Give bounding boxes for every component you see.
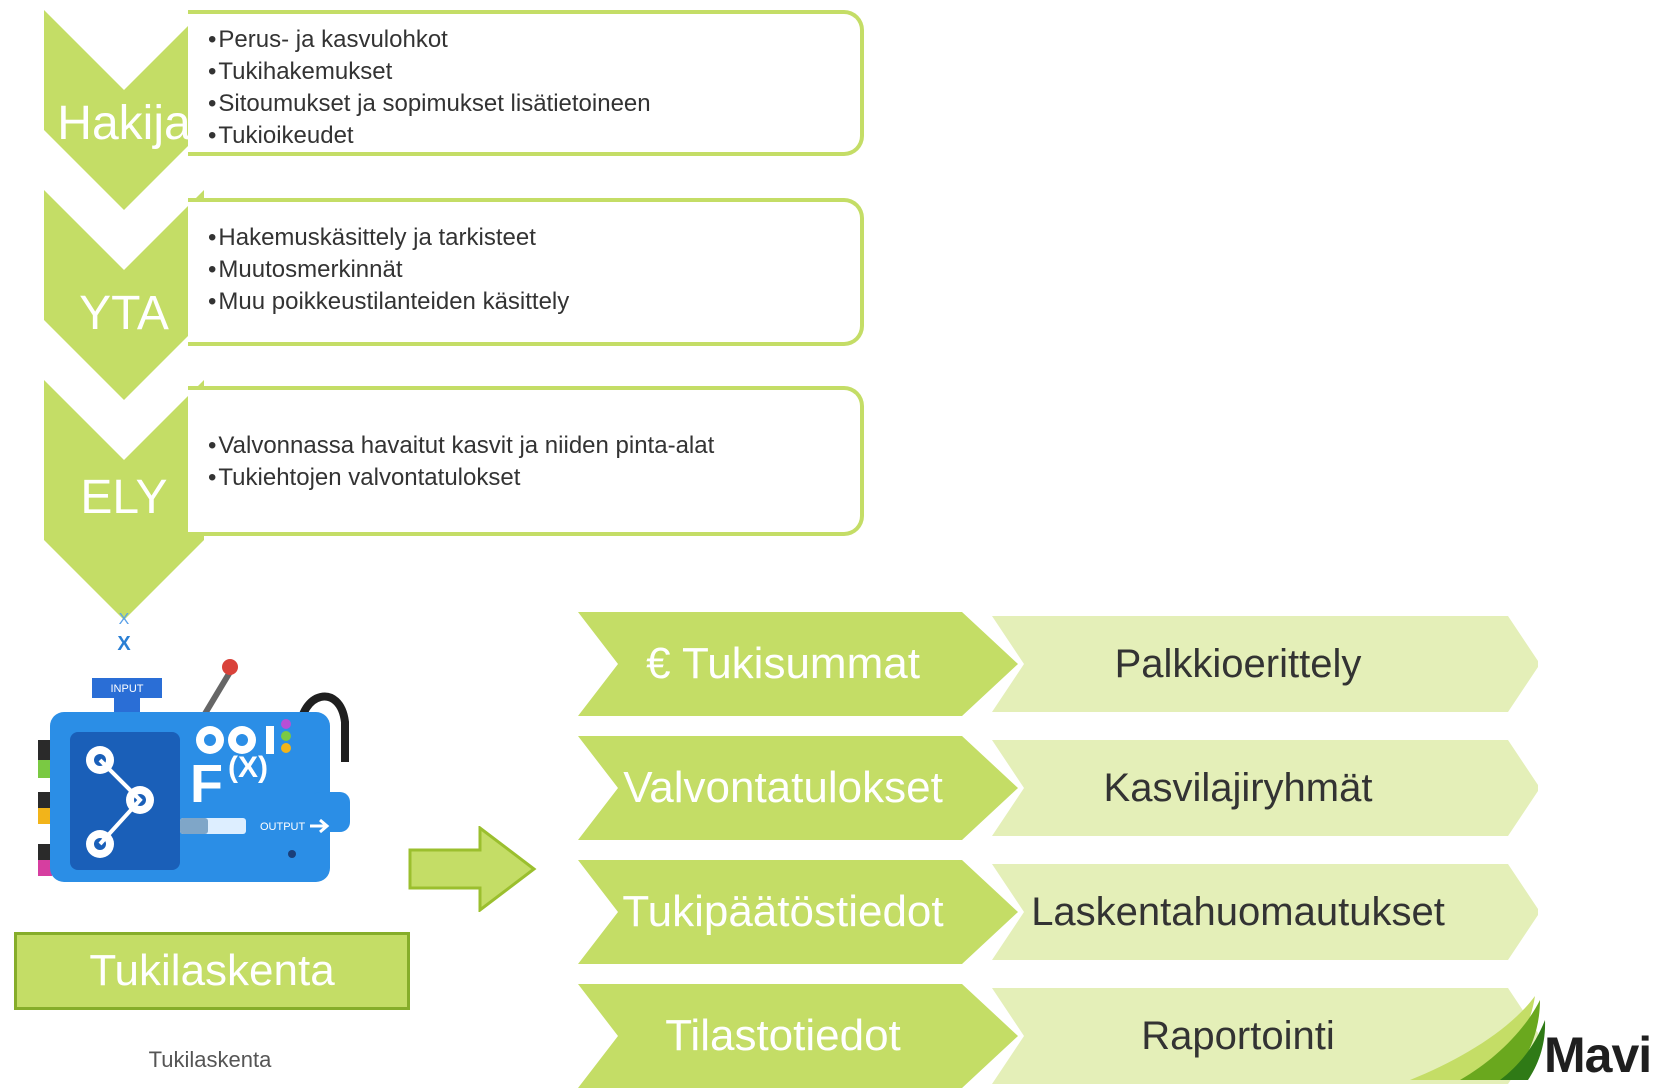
- mavi-logo-text: Mavi: [1544, 1027, 1652, 1083]
- right-arrow-icon: [408, 826, 537, 912]
- list-item: Valvonnassa havaitut kasvit ja niiden pi…: [208, 430, 860, 462]
- x-mark-top: X: [119, 612, 130, 628]
- chevron-ely: [44, 380, 204, 620]
- output-left-label: Tukipäätöstiedot: [622, 887, 944, 936]
- output-right-label: Kasvilajiryhmät: [1103, 766, 1373, 810]
- output-row-shapes: [578, 984, 1538, 1088]
- process-chevrons: [44, 10, 204, 620]
- output-row: Tukipäätöstiedot Laskentahuomautukset: [578, 860, 1538, 964]
- formula-text: F: [190, 754, 223, 814]
- output-right-label: Laskentahuomautukset: [1031, 890, 1445, 934]
- list-item: Muutosmerkinnät: [208, 254, 860, 286]
- stage-label-hakija: Hakija: [57, 97, 191, 150]
- hakija-details-box: Perus- ja kasvulohkot Tukihakemukset Sit…: [188, 10, 864, 156]
- x-mark: X: [117, 633, 131, 655]
- list-item: Muu poikkeustilanteiden käsittely: [208, 286, 860, 318]
- list-item: Perus- ja kasvulohkot: [208, 24, 860, 56]
- machine-icon: X X INPUT F (X) OUTP: [38, 611, 350, 882]
- output-row: Tilastotiedot Raportointi: [578, 984, 1538, 1088]
- caption: Tukilaskenta: [148, 1047, 272, 1072]
- chevron-hakija: [44, 10, 204, 210]
- output-left-label: Tilastotiedot: [665, 1011, 901, 1060]
- output-row: Valvontatulokset Kasvilajiryhmät: [578, 736, 1538, 840]
- output-left-label: Valvontatulokset: [623, 763, 943, 812]
- output-row-shapes: [578, 736, 1538, 840]
- yta-details-box: Hakemuskäsittely ja tarkisteet Muutosmer…: [188, 198, 864, 346]
- output-right-label: Palkkioerittely: [1114, 642, 1362, 686]
- input-label: INPUT: [111, 683, 144, 695]
- list-item: Tukiehtojen valvontatulokset: [208, 462, 860, 494]
- list-item: Sitoumukset ja sopimukset lisätietoineen: [208, 88, 860, 120]
- stage-label-yta: YTA: [79, 287, 169, 340]
- chevron-yta: [44, 190, 204, 400]
- output-row-shapes: [578, 612, 1538, 716]
- list-item: Hakemuskäsittely ja tarkisteet: [208, 222, 860, 254]
- calculation-machine-illustration: X X INPUT F (X) OUTP: [30, 611, 360, 912]
- output-row: € Tukisummat Palkkioerittely: [578, 612, 1538, 716]
- ely-details-box: Valvonnassa havaitut kasvit ja niiden pi…: [188, 386, 864, 536]
- output-row-shapes: [578, 860, 1538, 964]
- mavi-logo-icon: [1410, 996, 1546, 1080]
- formula-sup: (X): [228, 751, 268, 784]
- output-left-label: € Tukisummat: [646, 639, 920, 688]
- list-item: Tukihakemukset: [208, 56, 860, 88]
- stage-label-ely: ELY: [80, 471, 168, 524]
- output-label: OUTPUT: [260, 821, 306, 833]
- output-right-label: Raportointi: [1141, 1014, 1335, 1058]
- list-item: Tukioikeudet: [208, 120, 860, 152]
- tukilaskenta-box: Tukilaskenta: [14, 932, 410, 1010]
